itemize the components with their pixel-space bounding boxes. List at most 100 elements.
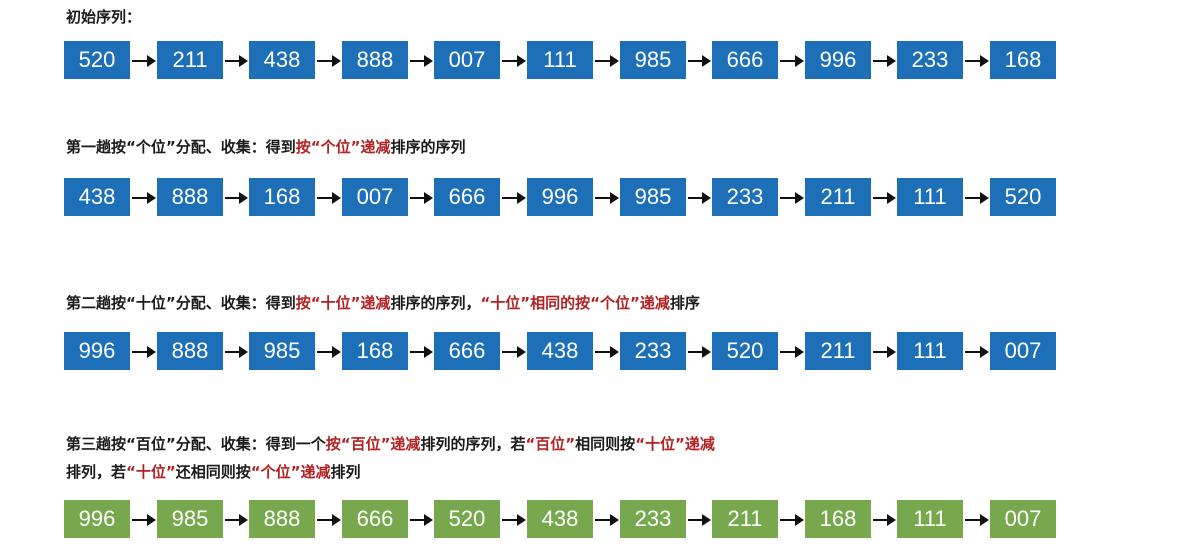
sequence-node: 666 bbox=[434, 178, 500, 216]
sequence-node: 211 bbox=[712, 500, 778, 538]
arrow-right-icon bbox=[873, 192, 896, 204]
arrow-right-icon bbox=[225, 346, 248, 358]
arrow-right-icon bbox=[132, 55, 156, 67]
caption-text: 还相同则按 bbox=[175, 463, 251, 481]
arrow-right-icon bbox=[780, 55, 804, 67]
arrow-right-icon bbox=[410, 514, 433, 526]
sequence-node: 996 bbox=[527, 178, 593, 216]
sequence-node: 233 bbox=[620, 500, 686, 538]
arrow-right-icon bbox=[595, 346, 619, 358]
sequence-node: 233 bbox=[620, 332, 686, 370]
sequence-node: 168 bbox=[342, 332, 408, 370]
sequence-node: 888 bbox=[157, 332, 223, 370]
sequence-node: 007 bbox=[434, 41, 500, 79]
arrow-right-icon bbox=[595, 55, 619, 67]
sequence-node: 666 bbox=[712, 41, 778, 79]
sequence-node: 007 bbox=[990, 500, 1056, 538]
sequence-node: 233 bbox=[712, 178, 778, 216]
caption-text: 排列 bbox=[330, 463, 361, 481]
sequence-node: 985 bbox=[157, 500, 223, 538]
caption-text: 第一趟按“个位”分配、收集：得到 bbox=[66, 138, 296, 156]
sequence-node: 996 bbox=[64, 500, 130, 538]
arrow-right-icon bbox=[595, 514, 619, 526]
sequence-node: 520 bbox=[64, 41, 130, 79]
caption-text: 相同则按 bbox=[575, 435, 636, 453]
caption-text: 排序 bbox=[669, 294, 700, 312]
arrow-right-icon bbox=[688, 514, 711, 526]
arrow-right-icon bbox=[965, 192, 989, 204]
caption-highlight: “百位” bbox=[525, 435, 576, 453]
arrow-right-icon bbox=[225, 192, 248, 204]
sequence-node: 438 bbox=[527, 332, 593, 370]
sequence-node: 111 bbox=[527, 41, 593, 79]
sequence-node: 985 bbox=[249, 332, 315, 370]
caption-highlight: “十位”相同的按“个位”递减 bbox=[480, 294, 670, 312]
arrow-right-icon bbox=[780, 346, 804, 358]
sequence-node: 211 bbox=[805, 332, 871, 370]
caption-pass-2: 第二趟按“十位”分配、收集：得到按“十位”递减排序的序列，“十位”相同的按“个位… bbox=[66, 290, 700, 316]
sequence-node: 985 bbox=[620, 178, 686, 216]
arrow-right-icon bbox=[688, 55, 711, 67]
arrow-right-icon bbox=[780, 514, 804, 526]
arrow-right-icon bbox=[502, 514, 526, 526]
arrow-right-icon bbox=[688, 192, 711, 204]
arrow-right-icon bbox=[410, 55, 433, 67]
arrow-right-icon bbox=[317, 514, 341, 526]
caption-initial: 初始序列： bbox=[66, 4, 141, 30]
sequence-node: 438 bbox=[527, 500, 593, 538]
sequence-node: 168 bbox=[990, 41, 1056, 79]
caption-highlight: “个位”递减 bbox=[250, 463, 331, 481]
sequence-node: 888 bbox=[249, 500, 315, 538]
sequence-node: 438 bbox=[64, 178, 130, 216]
sequence-node: 996 bbox=[64, 332, 130, 370]
arrow-right-icon bbox=[225, 514, 248, 526]
caption-pass-3-line-2: 排列，若“十位”还相同则按“个位”递减排列 bbox=[66, 459, 360, 485]
sequence-node: 007 bbox=[990, 332, 1056, 370]
arrow-right-icon bbox=[132, 192, 156, 204]
caption-pass-3-line-1: 第三趟按“百位”分配、收集：得到一个按“百位”递减排列的序列，若“百位”相同则按… bbox=[66, 431, 715, 457]
arrow-right-icon bbox=[873, 346, 896, 358]
arrow-right-icon bbox=[688, 346, 711, 358]
arrow-right-icon bbox=[873, 55, 896, 67]
arrow-right-icon bbox=[873, 514, 896, 526]
sequence-node: 233 bbox=[897, 41, 963, 79]
arrow-right-icon bbox=[502, 192, 526, 204]
arrow-right-icon bbox=[502, 346, 526, 358]
arrow-right-icon bbox=[965, 55, 989, 67]
arrow-right-icon bbox=[225, 55, 248, 67]
arrow-right-icon bbox=[410, 346, 433, 358]
sequence-node: 520 bbox=[434, 500, 500, 538]
caption-text: 第二趟按“十位”分配、收集：得到 bbox=[66, 294, 296, 312]
caption-highlight: 按“百位”递减 bbox=[325, 435, 421, 453]
sequence-node: 211 bbox=[157, 41, 223, 79]
arrow-right-icon bbox=[965, 346, 989, 358]
arrow-right-icon bbox=[595, 192, 619, 204]
caption-text: 排序的序列， bbox=[390, 294, 481, 312]
sequence-node: 438 bbox=[249, 41, 315, 79]
arrow-right-icon bbox=[965, 514, 989, 526]
caption-highlight: “十位”递减 bbox=[635, 435, 715, 453]
sequence-node: 111 bbox=[897, 332, 963, 370]
sequence-node: 666 bbox=[342, 500, 408, 538]
arrow-right-icon bbox=[132, 346, 156, 358]
sequence-node: 996 bbox=[805, 41, 871, 79]
arrow-right-icon bbox=[502, 55, 526, 67]
sequence-node: 168 bbox=[249, 178, 315, 216]
sequence-node: 111 bbox=[897, 178, 963, 216]
caption-text: 初始序列： bbox=[66, 8, 142, 26]
sequence-node: 888 bbox=[157, 178, 223, 216]
arrow-right-icon bbox=[410, 192, 433, 204]
sequence-node: 111 bbox=[897, 500, 963, 538]
sequence-node: 888 bbox=[342, 41, 408, 79]
sequence-node: 985 bbox=[620, 41, 686, 79]
sequence-node: 666 bbox=[434, 332, 500, 370]
caption-text: 排序的序列 bbox=[390, 138, 466, 156]
sequence-node: 007 bbox=[342, 178, 408, 216]
sequence-node: 168 bbox=[805, 500, 871, 538]
caption-text: 排列，若 bbox=[66, 463, 127, 481]
sequence-node: 211 bbox=[805, 178, 871, 216]
arrow-right-icon bbox=[317, 346, 341, 358]
caption-highlight: “十位” bbox=[126, 463, 176, 481]
sequence-node: 520 bbox=[712, 332, 778, 370]
caption-text: 排列的序列，若 bbox=[420, 435, 526, 453]
